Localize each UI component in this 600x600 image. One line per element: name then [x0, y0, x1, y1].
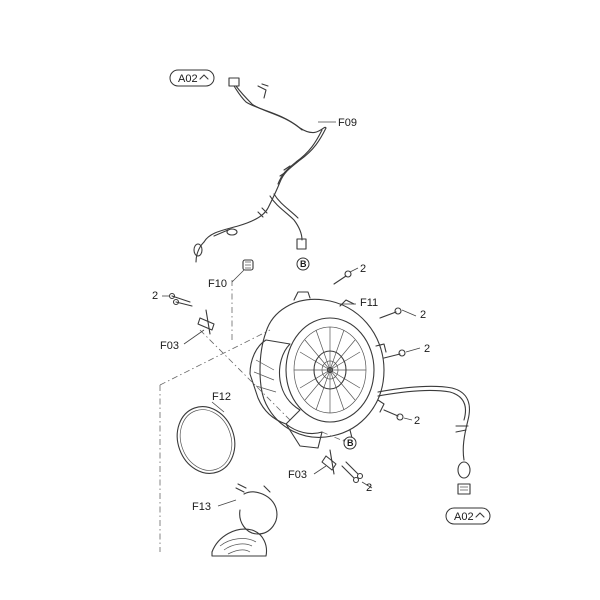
label-f12: F12 [212, 391, 231, 403]
callout-b-mid: B [321, 431, 357, 450]
part-f03-right: F03 2 [288, 449, 373, 494]
qty-f03-right-screws: 2 [366, 482, 372, 494]
qty-top-screw: 2 [360, 263, 366, 275]
wire-harness-f09: F09 [193, 77, 357, 263]
label-f09: F09 [338, 117, 357, 129]
qty-right-screw-1: 2 [420, 309, 426, 321]
callout-b-mid-text: B [347, 438, 354, 448]
label-f11: F11 [360, 297, 378, 309]
label-f03-left: F03 [160, 340, 179, 352]
part-f12-gasket: F12 [176, 391, 236, 474]
blower-assembly-f11: F11 [249, 291, 387, 449]
label-f13: F13 [192, 501, 211, 513]
fan-wheel [294, 327, 366, 413]
callout-b-top-text: B [300, 259, 307, 269]
part-f03-left: 2 F03 [152, 290, 215, 352]
qty-right-screw-3: 2 [414, 415, 420, 427]
label-f10: F10 [208, 278, 227, 290]
tag-a02-top-text: A02 [178, 73, 198, 85]
screws-right: 2 2 2 2 [333, 263, 430, 427]
wire-right [377, 385, 471, 495]
inlet-fitting [211, 528, 268, 557]
qty-right-screw-2: 2 [424, 343, 430, 355]
alignment-lines [159, 280, 291, 552]
tag-a02-bottom: A02 [445, 507, 491, 525]
part-f13-clamp: F13 [192, 483, 278, 535]
qty-left-screws: 2 [152, 290, 158, 302]
tag-a02-bottom-text: A02 [454, 511, 474, 523]
callout-b-top: B [296, 257, 310, 271]
part-f10: F10 [208, 259, 254, 290]
label-f03-right: F03 [288, 469, 307, 481]
tag-a02-top: A02 [169, 69, 215, 87]
